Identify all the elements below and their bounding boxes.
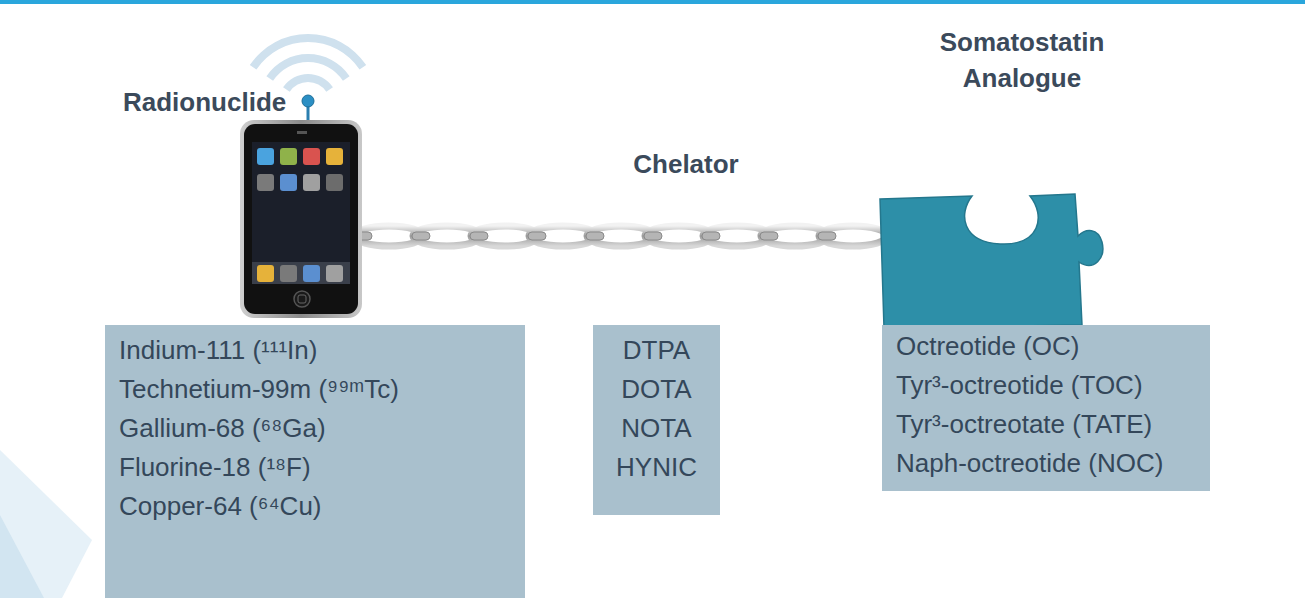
list-item: Tyr³-octreotide (TOC) bbox=[896, 366, 1196, 405]
corner-decoration bbox=[0, 515, 44, 598]
component-heading: Radionuclide bbox=[123, 84, 286, 120]
list-item: Naph-octreotide (NOC) bbox=[896, 444, 1196, 483]
list-item: Octreotide (OC) bbox=[896, 327, 1196, 366]
top-rule bbox=[0, 0, 1305, 4]
chain-link bbox=[818, 232, 836, 240]
puzzle-piece bbox=[880, 194, 1103, 328]
chain-link bbox=[470, 232, 488, 240]
list-item: Gallium-68 (⁶⁸Ga) bbox=[119, 409, 511, 448]
list-item: NOTA bbox=[605, 409, 708, 448]
list-item: Tyr³-octreotate (TATE) bbox=[896, 405, 1196, 444]
chain-link bbox=[644, 232, 662, 240]
chain bbox=[354, 226, 887, 246]
list-box: Indium-111 (¹¹¹In)Technetium-99m (⁹⁹ᵐTc)… bbox=[105, 325, 525, 598]
list-item: HYNIC bbox=[605, 448, 708, 487]
chain-link bbox=[528, 232, 546, 240]
component-heading: Somatostatin Analogue bbox=[917, 24, 1127, 96]
list-item: Copper-64 (⁶⁴Cu) bbox=[119, 487, 511, 526]
component-heading: Chelator bbox=[606, 146, 766, 182]
chain-link bbox=[819, 226, 887, 246]
list-box: DTPADOTANOTAHYNIC bbox=[593, 325, 720, 515]
signal-arc bbox=[283, 74, 333, 92]
list-item: Technetium-99m (⁹⁹ᵐTc) bbox=[119, 370, 511, 409]
list-item: DTPA bbox=[605, 331, 708, 370]
signal-arc bbox=[266, 54, 349, 81]
signal-arc bbox=[250, 34, 366, 70]
signal-arcs bbox=[250, 34, 366, 92]
chain-link bbox=[586, 232, 604, 240]
chain-link bbox=[412, 232, 430, 240]
list-item: DOTA bbox=[605, 370, 708, 409]
antenna-tip bbox=[302, 95, 314, 107]
chain-link bbox=[702, 232, 720, 240]
list-box: Octreotide (OC)Tyr³-octreotide (TOC)Tyr³… bbox=[882, 325, 1210, 491]
list-item: Fluorine-18 (¹⁸F) bbox=[119, 448, 511, 487]
corner-decoration bbox=[0, 450, 92, 598]
list-item: Indium-111 (¹¹¹In) bbox=[119, 331, 511, 370]
phone-illustration bbox=[240, 120, 362, 318]
chain-link bbox=[760, 232, 778, 240]
